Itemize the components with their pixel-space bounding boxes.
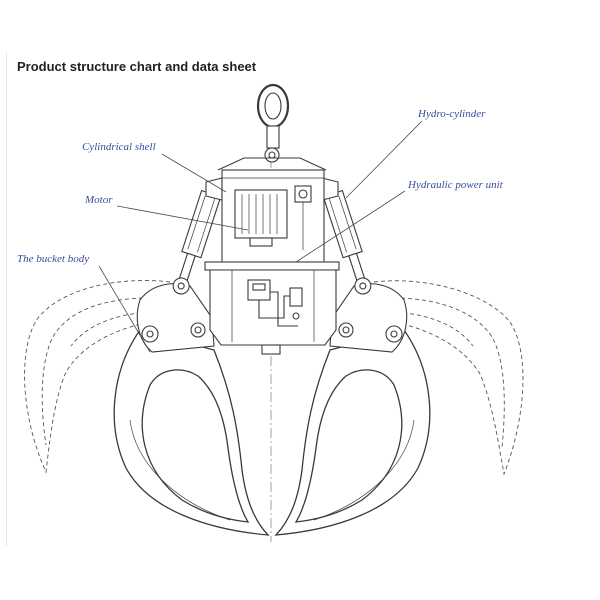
- bucket-body-leader: [98, 265, 151, 353]
- hydraulic-pipe: [258, 295, 292, 319]
- right-hydro-cylinder: [322, 189, 372, 295]
- motor: [234, 185, 312, 250]
- left-claw-edge-line: [129, 419, 231, 521]
- hydraulic-pipe: [270, 291, 298, 327]
- left-border-rule: [6, 52, 7, 546]
- junction-box-gland: [298, 189, 308, 199]
- hydraulic-power-unit-leader: [295, 190, 406, 263]
- hydro-cylinder-label: Hydro-cylinder: [417, 108, 486, 120]
- control-valve: [289, 287, 303, 307]
- power-unit-housing: [209, 269, 337, 346]
- lifting-eye: [256, 83, 290, 163]
- right-open-claw-outer: [373, 280, 524, 476]
- left-open-claw-inner: [41, 297, 151, 446]
- right-cylinder-detail-line: [329, 198, 347, 253]
- right-bucket-claw: [274, 329, 431, 536]
- hydraulic-power-unit: [204, 261, 340, 346]
- motor-label: Motor: [84, 194, 113, 206]
- hydraulic-power-unit-label: Hydraulic power unit: [407, 179, 504, 191]
- right-open-claw-inner: [393, 297, 505, 448]
- left-side-assembly: [24, 180, 270, 536]
- right-body-pivot-pin: [342, 326, 350, 334]
- bucket-body-label: The bucket body: [17, 253, 89, 265]
- pressure-gauge: [292, 312, 300, 320]
- page-title: Product structure chart and data sheet: [17, 59, 257, 74]
- left-cylinder-clevis-pin: [177, 282, 185, 290]
- top-bracket: [217, 157, 327, 171]
- left-open-claw-outer: [24, 280, 171, 474]
- right-claw-pivot-pin: [390, 330, 398, 338]
- right-cylinder-clevis-pin: [359, 282, 367, 290]
- right-cylinder-barrel: [322, 189, 363, 259]
- motor-leader: [116, 205, 249, 231]
- lifting-eye-hole: [264, 92, 282, 120]
- right-claw-edge-line: [313, 419, 415, 521]
- left-cylinder-detail-line: [187, 195, 206, 250]
- left-claw-pivot-pin: [146, 330, 154, 338]
- cylindrical-shell-leader: [161, 153, 227, 193]
- lifting-eye-pin-center: [268, 151, 276, 159]
- hydro-cylinder-leader: [345, 120, 423, 199]
- left-cylinder-detail-line: [197, 198, 215, 253]
- motor-casing: [234, 189, 288, 239]
- right-cylinder-detail-line: [338, 195, 357, 250]
- motor-shaft-coupling: [249, 237, 273, 247]
- left-hydro-cylinder: [172, 189, 222, 295]
- left-body-pivot-pin: [194, 326, 202, 334]
- bottom-flange: [261, 344, 281, 355]
- oil-tank-cap: [252, 283, 266, 291]
- power-unit-flange: [204, 261, 340, 271]
- lifting-eye-shank: [266, 125, 280, 149]
- cylindrical-shell-label: Cylindrical shell: [82, 141, 156, 153]
- left-bucket-claw: [113, 329, 270, 536]
